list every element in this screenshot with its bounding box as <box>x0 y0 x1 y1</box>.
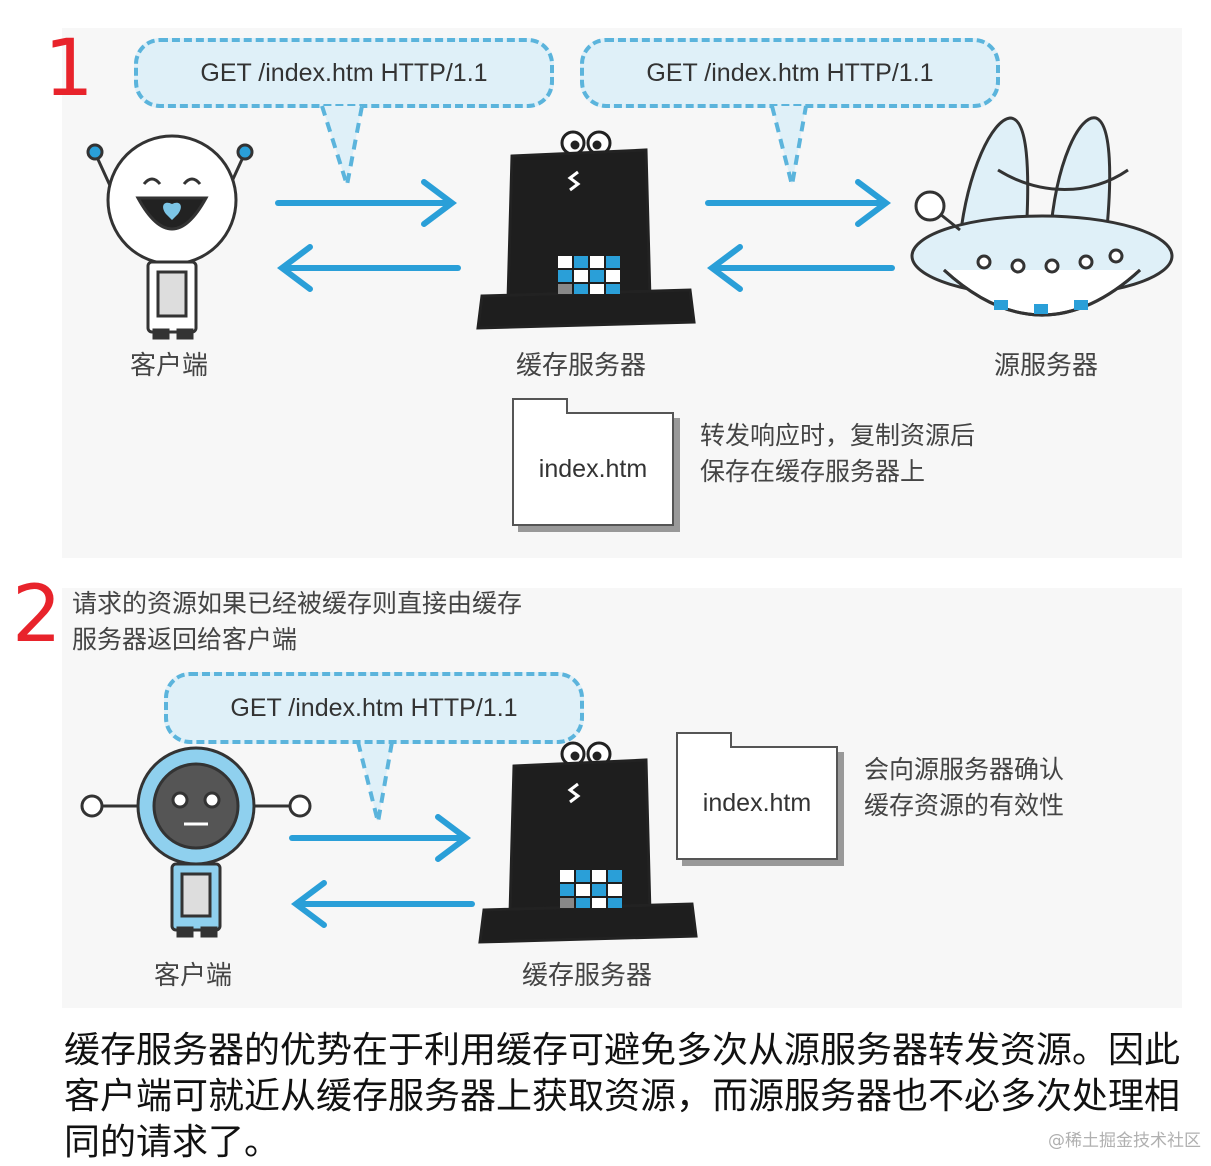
label-cache-2: 缓存服务器 <box>522 961 653 991</box>
note-step-1-line-2: 保存在缓存服务器上 <box>700 457 926 486</box>
ufo-origin-server-icon <box>910 116 1174 317</box>
arrow-left-icon <box>277 244 461 292</box>
arrow-left-icon <box>707 244 895 292</box>
document-tab <box>676 732 732 748</box>
step-1-number: 1 <box>44 24 94 114</box>
step-2-description-line-2: 服务器返回给客户端 <box>72 625 298 654</box>
step-2-number: 2 <box>12 570 62 660</box>
arrow-right-icon <box>275 179 457 227</box>
note-step-2-line-1: 会向源服务器确认 <box>864 755 1065 784</box>
label-origin: 源服务器 <box>994 351 1099 381</box>
arrow-left-icon <box>291 880 475 928</box>
label-cache-1: 缓存服务器 <box>516 351 647 381</box>
robot-client-icon <box>86 134 254 340</box>
arrow-right-icon <box>289 814 471 862</box>
label-client-2: 客户端 <box>154 961 233 991</box>
bubble-tail-2 <box>356 741 394 823</box>
cache-grid-1 <box>558 256 620 294</box>
note-step-2-line-2: 缓存资源的有效性 <box>864 791 1065 820</box>
bubble-tail-1 <box>320 105 808 186</box>
step-2-description-line-1: 请求的资源如果已经被缓存则直接由缓存 <box>72 589 523 618</box>
caption: 缓存服务器的优势在于利用缓存可避免多次从源服务器转发资源。因此客户端可就近从缓存… <box>64 1030 1181 1163</box>
robot-client-icon <box>80 746 312 938</box>
step-2-description: 请求的资源如果已经被缓存则直接由缓存 服务器返回给客户端 <box>72 586 522 658</box>
label-client-1: 客户端 <box>130 351 209 381</box>
arrow-right-icon <box>705 179 891 227</box>
cache-grid-2 <box>560 870 622 908</box>
note-step-1-line-1: 转发响应时，复制资源后 <box>700 421 976 450</box>
document-name-1: index.htm <box>538 454 648 483</box>
document-icon: index.htm <box>676 732 838 860</box>
top-hat-cache-icon <box>476 130 696 330</box>
note-step-1: 转发响应时，复制资源后 保存在缓存服务器上 <box>700 418 975 490</box>
watermark: @稀土掘金技术社区 <box>1048 1131 1201 1151</box>
document-tab <box>512 398 568 414</box>
note-step-2: 会向源服务器确认 缓存资源的有效性 <box>864 752 1064 824</box>
top-hat-cache-icon <box>478 741 698 944</box>
document-name-2: index.htm <box>702 788 812 817</box>
request-bubble-step-2: GET /index.htm HTTP/1.1 <box>164 672 584 744</box>
document-icon: index.htm <box>512 398 674 526</box>
